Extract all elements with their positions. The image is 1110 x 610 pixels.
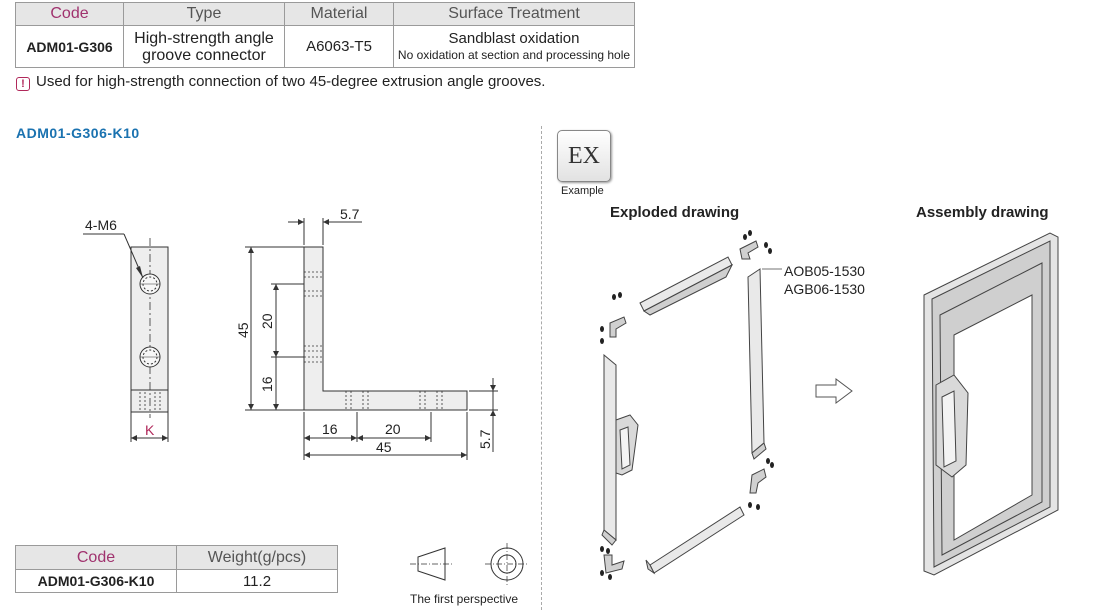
weight-header-code: Code bbox=[15, 545, 177, 570]
hole-label: 4-M6 bbox=[85, 217, 117, 233]
part-label-1: AOB05-1530 bbox=[784, 263, 865, 279]
dim-45-vertical: 45 bbox=[235, 322, 251, 338]
dim-57-vertical: 5.7 bbox=[477, 429, 493, 449]
side-view-block bbox=[130, 246, 169, 413]
spec-table: Code Type Material Surface Treatment ADM… bbox=[15, 2, 635, 68]
dim-16-horizontal: 16 bbox=[322, 421, 338, 437]
spec-type-value: High-strength angle groove connector bbox=[123, 25, 285, 68]
connector-bottom-left bbox=[603, 554, 625, 574]
connector-bottom-right bbox=[749, 468, 767, 494]
spec-type-line2: groove connector bbox=[142, 46, 266, 64]
example-badge: EX bbox=[557, 130, 611, 182]
spec-surface-line1: Sandblast oxidation bbox=[448, 29, 580, 47]
bottom-rail bbox=[649, 506, 745, 574]
left-rail bbox=[603, 353, 617, 542]
assembly-drawing bbox=[923, 232, 1059, 576]
perspective-label: The first perspective bbox=[410, 592, 519, 606]
example-caption: Example bbox=[561, 185, 604, 197]
spec-surface-value: Sandblast oxidation No oxidation at sect… bbox=[393, 25, 635, 68]
example-badge-text: EX bbox=[568, 143, 600, 169]
weight-code-value: ADM01-G306-K10 bbox=[15, 569, 177, 593]
spec-type-line1: High-strength angle bbox=[134, 29, 274, 47]
usage-note: ! Used for high-strength connection of tw… bbox=[16, 73, 545, 91]
dim-16-vertical: 16 bbox=[259, 376, 275, 392]
weight-table: Code Weight(g/pcs) ADM01-G306-K10 11.2 bbox=[15, 545, 338, 593]
technical-drawing: 4-M6 K 5.7 45 20 16 16 20 45 5.7 bbox=[83, 206, 498, 460]
dim-20-horizontal: 20 bbox=[385, 421, 401, 437]
dim-45-horizontal: 45 bbox=[376, 439, 392, 455]
spec-header-surface: Surface Treatment bbox=[393, 2, 635, 26]
usage-note-text: Used for high-strength connection of two… bbox=[36, 73, 546, 90]
first-perspective-symbol bbox=[410, 543, 529, 585]
k-label: K bbox=[145, 422, 155, 438]
arrow-right-icon bbox=[815, 378, 853, 404]
spec-code-value: ADM01-G306 bbox=[15, 25, 124, 68]
spec-surface-line2: No oxidation at section and processing h… bbox=[397, 47, 631, 62]
assembly-title: Assembly drawing bbox=[916, 204, 1049, 221]
exclamation-icon: ! bbox=[16, 77, 30, 91]
connector-top-left bbox=[609, 316, 627, 338]
weight-header-weight: Weight(g/pcs) bbox=[176, 545, 338, 570]
weight-value: 11.2 bbox=[176, 569, 338, 593]
exploded-title: Exploded drawing bbox=[610, 204, 740, 221]
spec-header-code: Code bbox=[15, 2, 124, 26]
top-rail bbox=[639, 256, 733, 312]
dim-top: 5.7 bbox=[340, 206, 360, 222]
part-label-2: AGB06-1530 bbox=[784, 281, 865, 297]
exploded-drawing: AOB05-1530 AGB06-1530 bbox=[600, 230, 865, 580]
dim-20-vertical: 20 bbox=[259, 313, 275, 329]
right-rail bbox=[747, 268, 765, 455]
connector-top-right bbox=[739, 240, 759, 260]
section-divider bbox=[541, 126, 542, 610]
l-profile bbox=[303, 246, 468, 411]
sku-title: ADM01-G306-K10 bbox=[16, 125, 140, 141]
frustum-icon bbox=[417, 547, 446, 581]
